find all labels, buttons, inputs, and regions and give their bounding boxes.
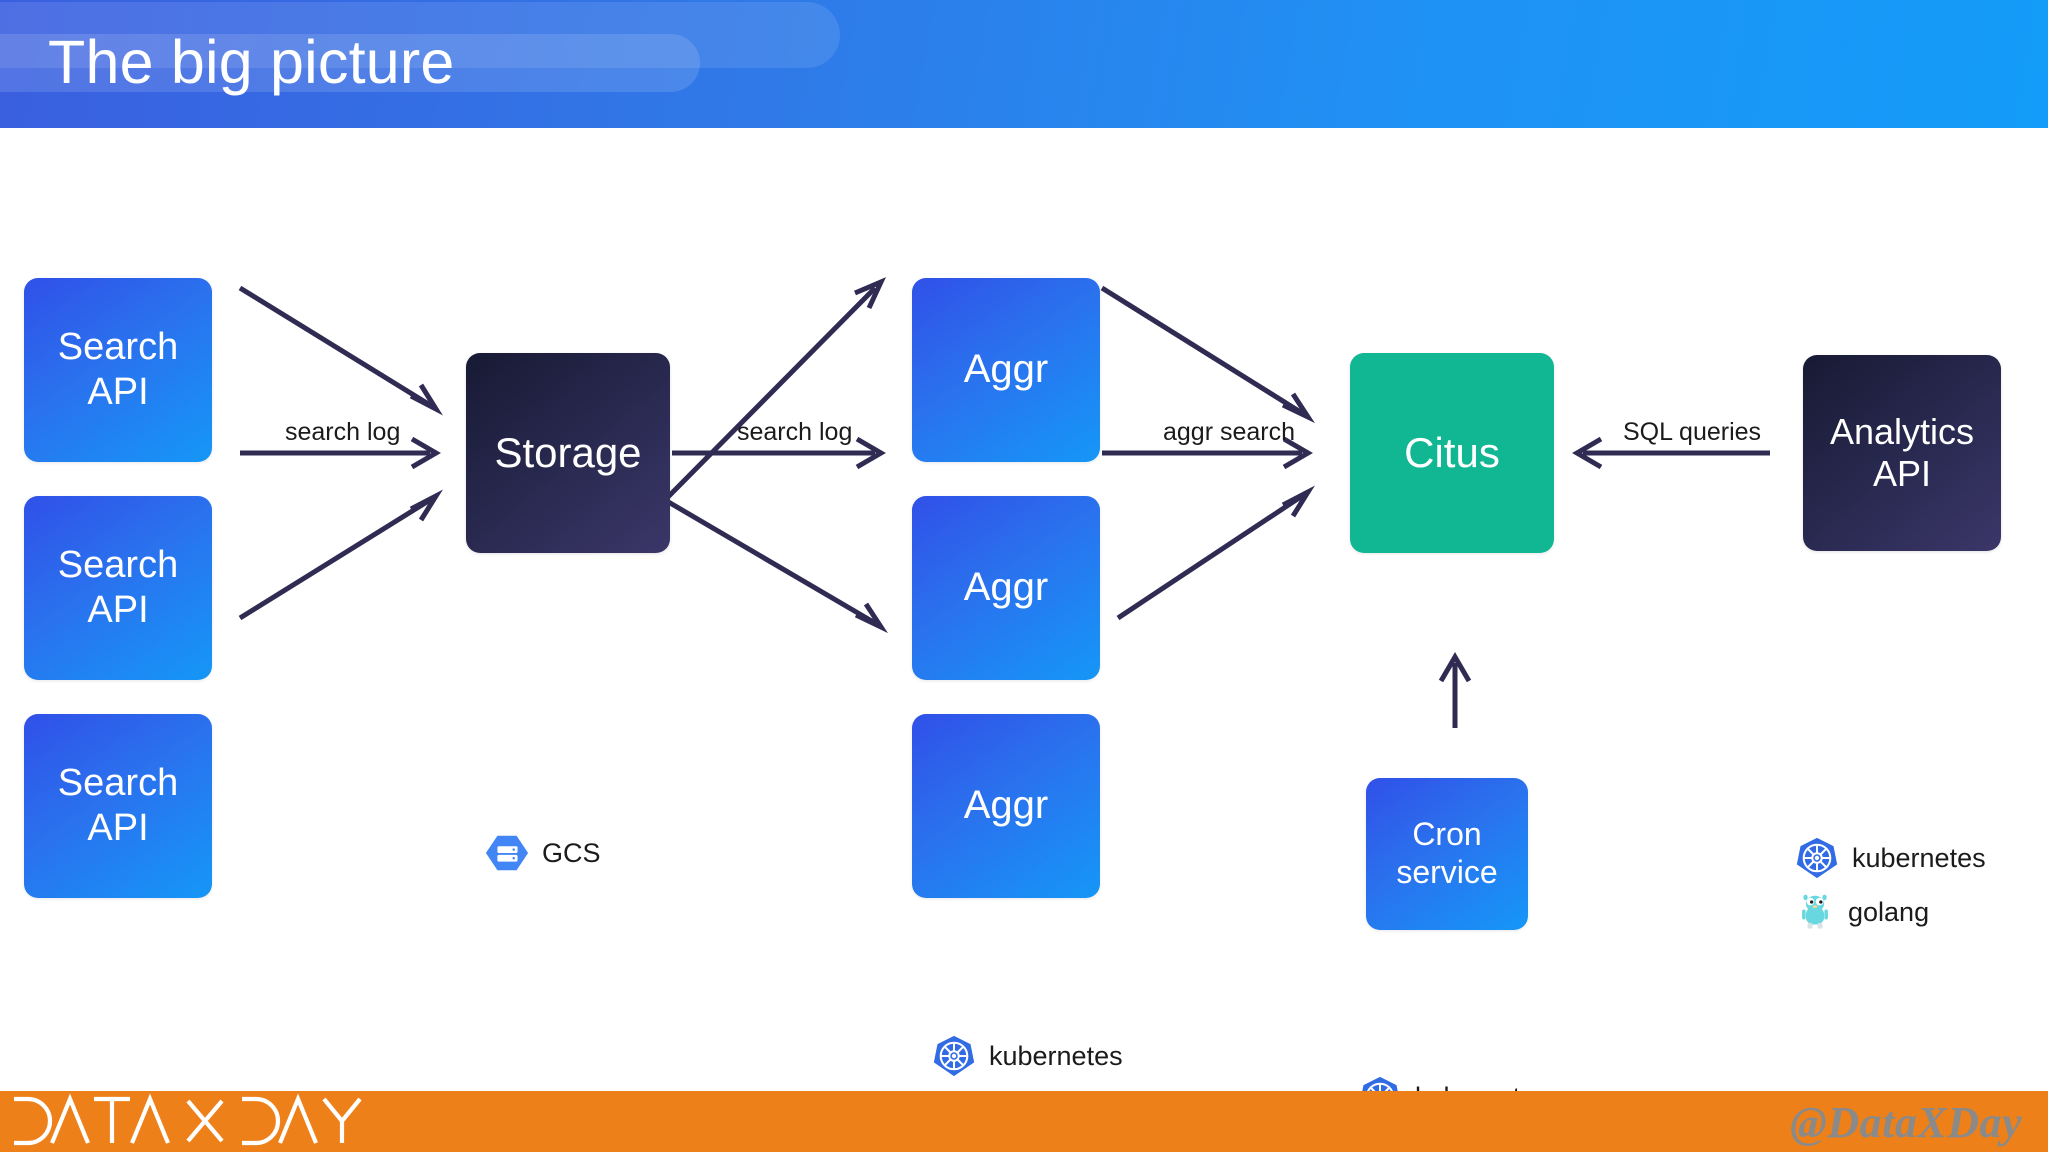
- node-label-aggr-1: Aggr: [963, 347, 1049, 392]
- slide-footer: @DataXDay: [0, 1091, 2048, 1152]
- gcs-icon: [485, 835, 529, 871]
- edge-label-search-log-in: search log: [285, 418, 401, 446]
- edge-storage-to-aggr-3: [663, 497, 888, 634]
- edge-label-aggr-search: aggr search: [1163, 418, 1296, 446]
- gcs-caption: GCS: [484, 830, 601, 876]
- edge-analytics-api-to-citus: [1572, 436, 1770, 470]
- node-storage[interactable]: Storage: [466, 353, 670, 553]
- golang-gopher-icon: [1802, 894, 1828, 929]
- node-citus[interactable]: Citus: [1350, 353, 1554, 553]
- edge-label-search-log-out: search log: [737, 418, 853, 446]
- edge-storage-to-aggr-1: [663, 277, 886, 502]
- gcs-label: GCS: [542, 837, 601, 868]
- tech-label-kubernetes-aggr: kubernetes: [989, 1040, 1123, 1071]
- header-decor-pill-2: [0, 34, 700, 92]
- diagram-canvas: search log search log aggr search SQL qu…: [0, 128, 2048, 1152]
- dataxday-logo: [14, 1093, 362, 1146]
- edge-search-api-1-to-storage: [238, 285, 443, 416]
- node-label-aggr-3: Aggr: [963, 783, 1049, 828]
- edge-aggr-1-to-citus: [1100, 285, 1315, 424]
- edge-label-sql-queries: SQL queries: [1623, 418, 1762, 446]
- tech-kubernetes-aggr: kubernetes: [932, 1034, 1123, 1078]
- twitter-handle: @DataXDay: [1790, 1098, 2022, 1147]
- edge-search-api-3-to-storage: [238, 489, 443, 621]
- kubernetes-icon: [933, 1035, 975, 1077]
- edge-storage-to-aggr-2: [672, 436, 886, 470]
- node-label-storage: Storage: [494, 429, 642, 477]
- tech-label-kubernetes-analytics: kubernetes: [1852, 842, 1986, 873]
- node-aggr-2[interactable]: Aggr: [912, 496, 1100, 680]
- tech-label-golang-analytics: golang: [1848, 896, 1930, 927]
- header-decor-pill-1: [0, 2, 840, 68]
- edge-aggr-3-to-citus: [1116, 485, 1315, 621]
- node-label-aggr-2: Aggr: [963, 565, 1049, 610]
- slide-header: The big picture: [0, 0, 2048, 128]
- node-aggr-3[interactable]: Aggr: [912, 714, 1100, 898]
- tech-kubernetes-analytics: kubernetes: [1795, 836, 1986, 880]
- tech-golang-analytics: golang: [1795, 892, 1929, 932]
- edge-search-api-2-to-storage: [240, 436, 441, 470]
- node-aggr-1[interactable]: Aggr: [912, 278, 1100, 462]
- node-label-citus: Citus: [1404, 429, 1500, 477]
- page-title: The big picture: [48, 28, 455, 96]
- edge-cron-service-to-citus: [1438, 652, 1472, 728]
- diagram-arrows-layer: [238, 277, 1770, 728]
- kubernetes-icon: [1796, 837, 1838, 879]
- edge-aggr-2-to-citus: [1102, 436, 1313, 470]
